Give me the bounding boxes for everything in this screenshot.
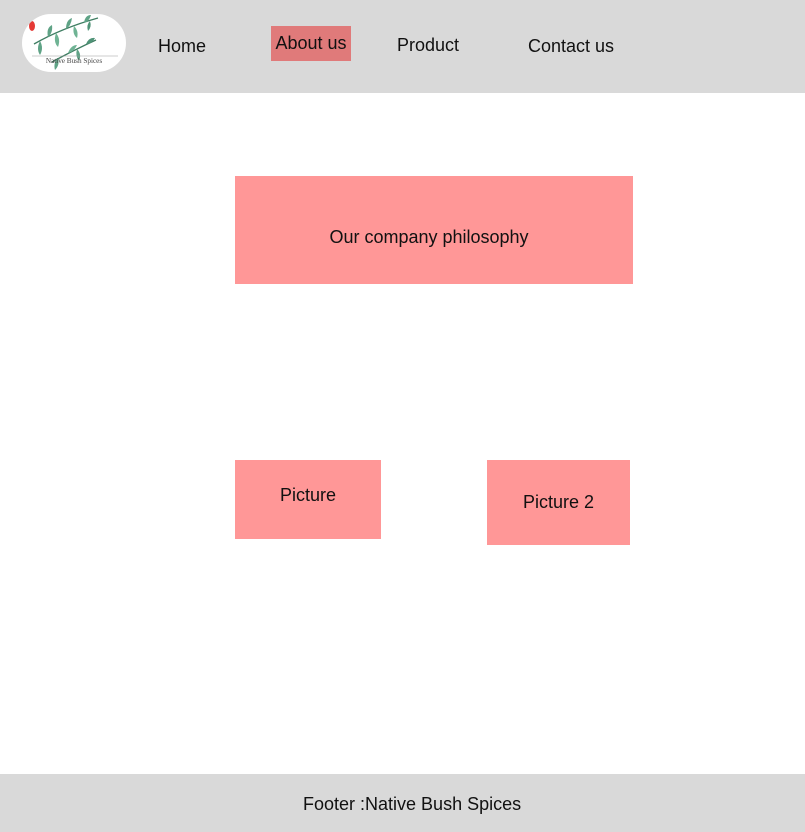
logo[interactable]: Native Bush Spices	[22, 14, 126, 72]
site-footer: Footer :Native Bush Spices	[0, 774, 805, 832]
philosophy-label: Our company philosophy	[329, 226, 529, 247]
picture-label-1: Picture	[279, 485, 337, 505]
picture-placeholder-2: Picture 2	[487, 460, 630, 545]
nav-product[interactable]: Product	[397, 35, 460, 55]
site-header: Native Bush Spices Home About us Product…	[0, 0, 805, 93]
leaf-branch-icon: Native Bush Spices	[29, 15, 118, 70]
picture-placeholder-1: Picture	[235, 460, 381, 539]
philosophy-section: Our company philosophy	[235, 176, 633, 284]
logo-text: Native Bush Spices	[46, 57, 102, 65]
picture-label-2: Picture 2	[522, 492, 595, 512]
nav-home[interactable]: Home	[158, 36, 207, 56]
nav-contact-us[interactable]: Contact us	[528, 36, 615, 56]
footer-text: Footer :Native Bush Spices	[303, 794, 522, 814]
nav-about-us[interactable]: About us	[271, 26, 351, 61]
